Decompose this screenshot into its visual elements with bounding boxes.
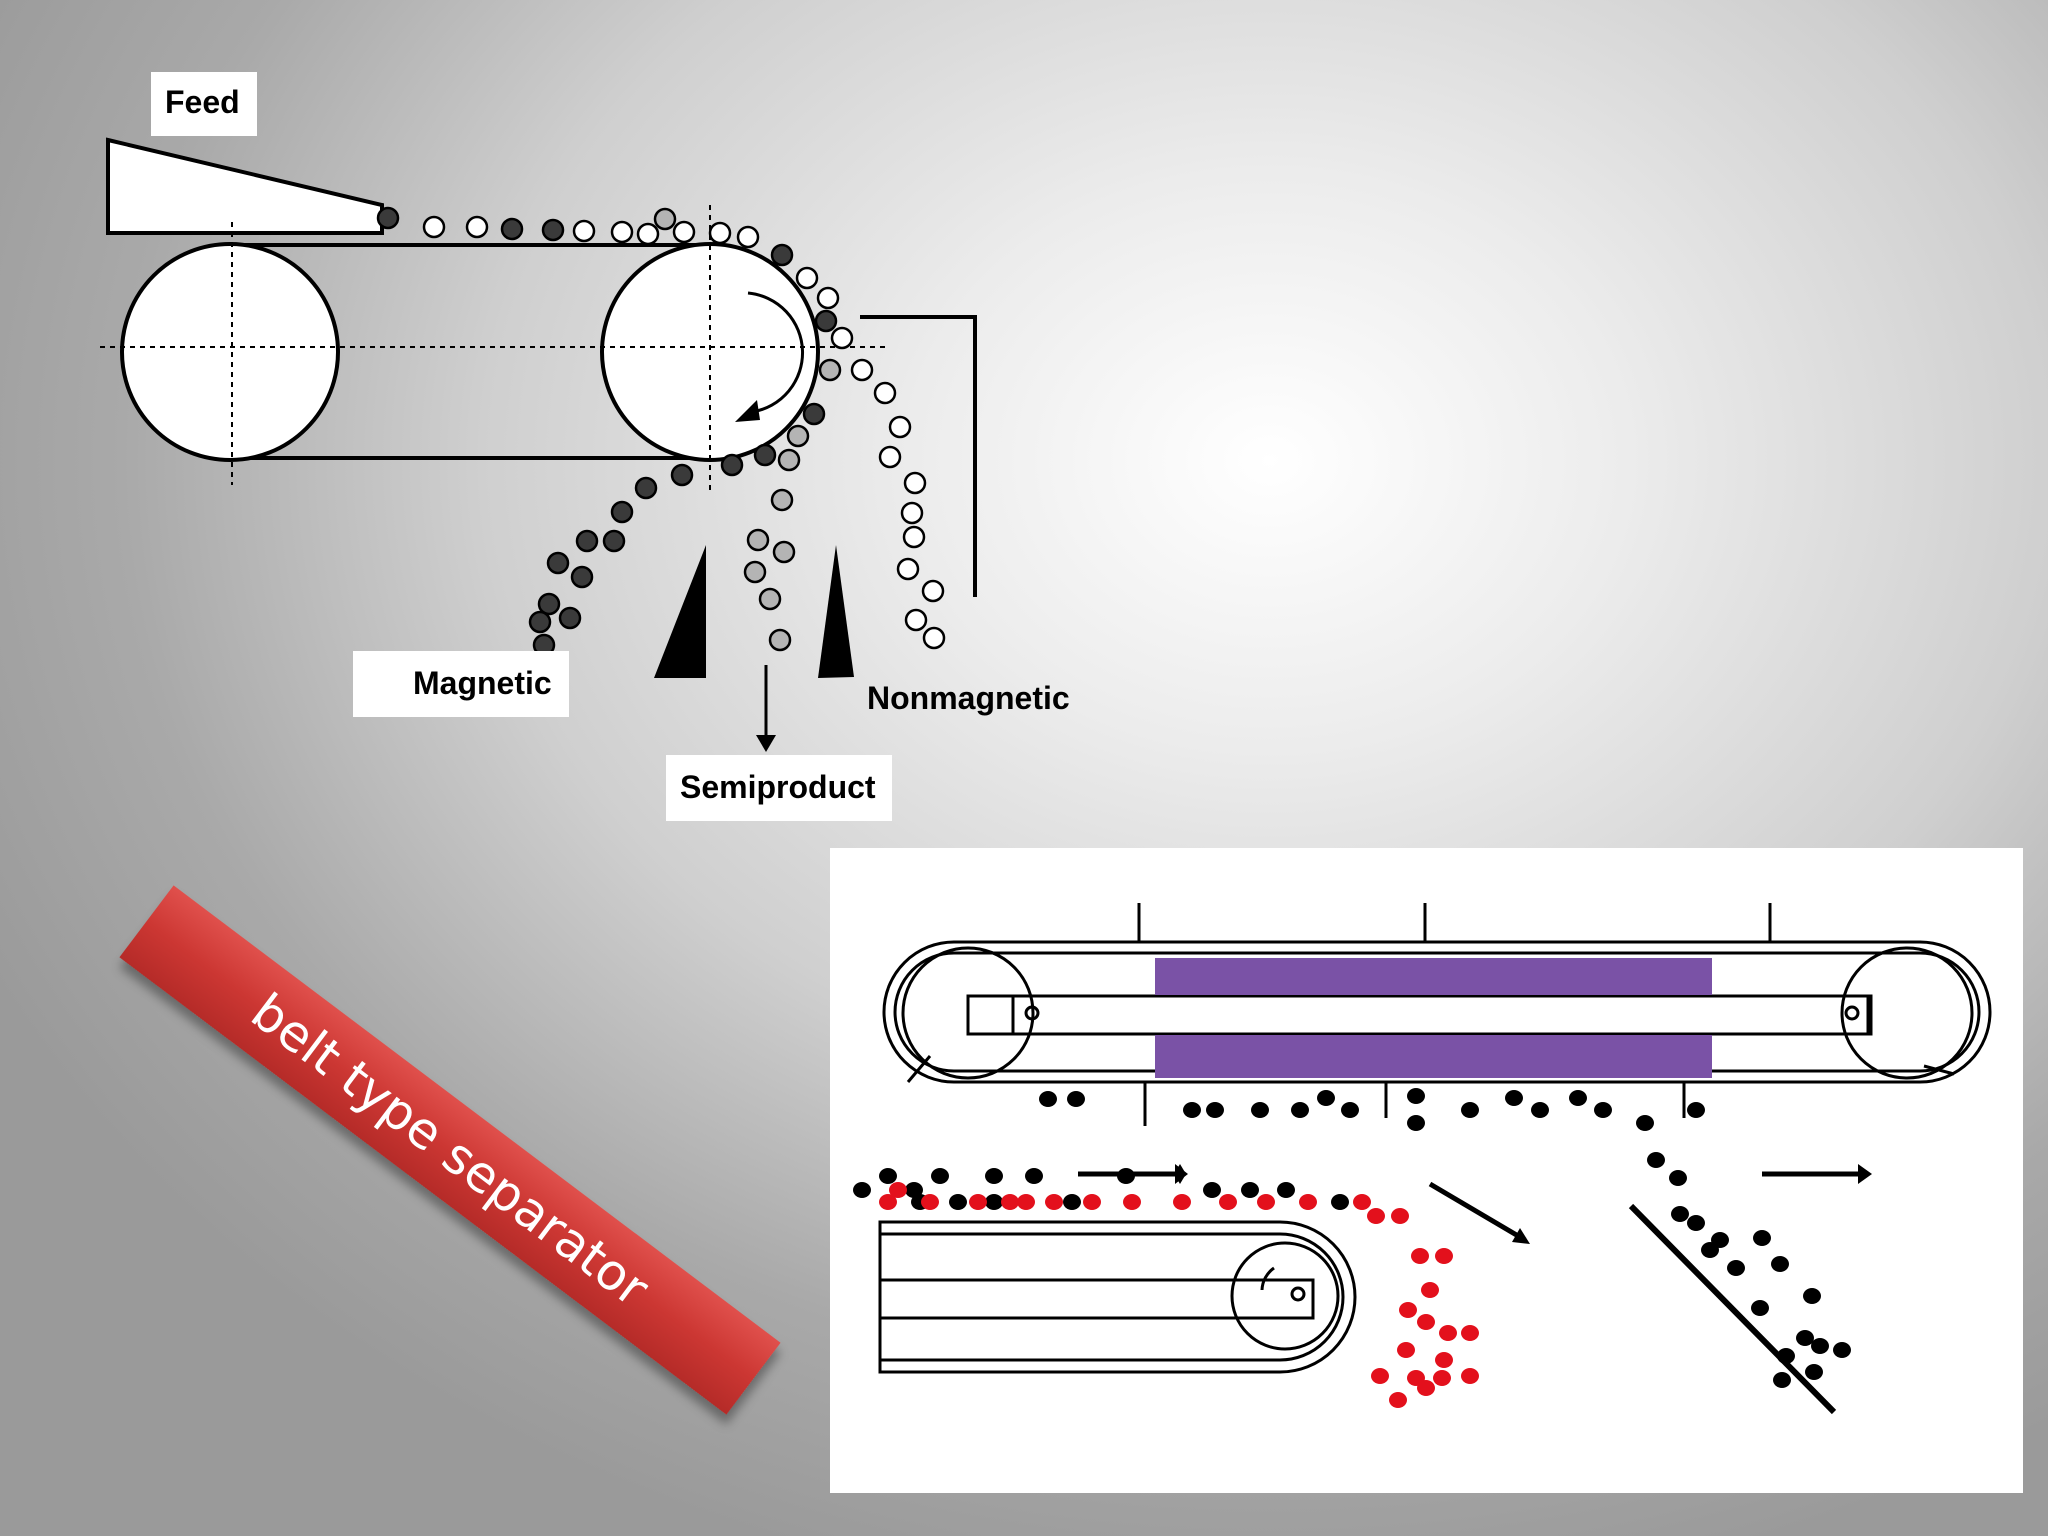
splitter-left	[654, 545, 706, 678]
belt-separator-image	[830, 848, 2023, 1493]
black-particles	[853, 1088, 1851, 1388]
feed-hopper	[106, 137, 384, 235]
rotation-arrow	[747, 291, 805, 414]
left-pulley	[120, 242, 340, 462]
center-lines	[100, 205, 890, 495]
rotation-arrow-head	[735, 400, 760, 422]
nonmagnetic-collector-wall	[860, 315, 977, 597]
drum-separator-diagram	[100, 137, 977, 752]
magnet-bar-bottom	[1155, 1035, 1712, 1078]
splitter-right	[818, 545, 854, 678]
semiproduct-arrowhead	[756, 735, 776, 752]
particles	[376, 206, 946, 688]
title-text: belt type separator	[240, 982, 660, 1318]
label-semiproduct: Semiproduct	[666, 755, 892, 821]
label-feed: Feed	[151, 72, 257, 136]
magnet-bar-top	[1155, 958, 1712, 995]
label-magnetic: Magnetic	[353, 651, 569, 717]
red-particles	[879, 1182, 1479, 1408]
lower-conveyor	[878, 1220, 1357, 1374]
flow-arrows	[1078, 1164, 1872, 1415]
label-nonmagnetic: Nonmagnetic	[867, 680, 1070, 716]
title-banner: belt type separator	[119, 885, 781, 1415]
overhead-belt	[882, 903, 1992, 1126]
